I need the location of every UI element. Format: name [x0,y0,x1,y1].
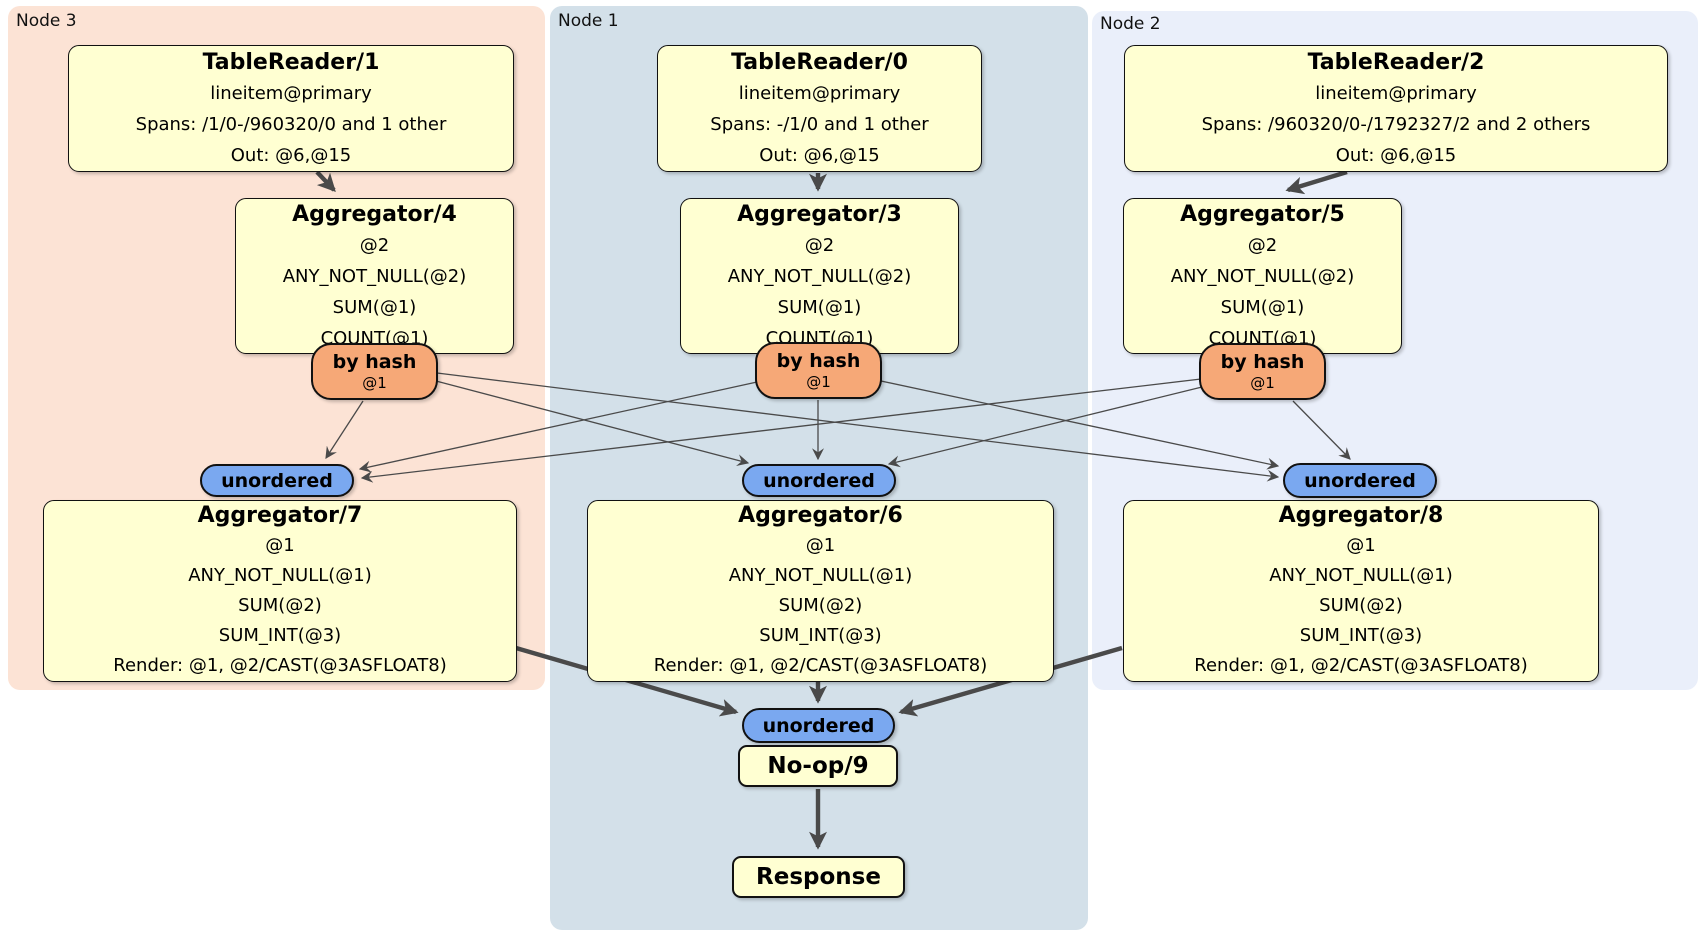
node-detail: @1 [1346,535,1376,556]
node-detail: Render: @1, @2/CAST(@3ASFLOAT8) [1194,655,1528,676]
node-detail: ANY_NOT_NULL(@2) [727,265,912,287]
collector-label: unordered [762,714,875,737]
node-title: Aggregator/8 [1278,503,1444,528]
edge-byhash3-to-un3 [325,400,364,460]
node-detail: ANY_NOT_NULL(@1) [188,565,372,586]
region-node3-label: Node 3 [16,11,77,31]
edge-byhash1-to-un2 [880,380,1280,470]
node-detail: Spans: /1/0-/960320/0 and 1 other [135,113,447,135]
collector-label: unordered [221,469,333,492]
node-aggregator-4: Aggregator/4 @2 ANY_NOT_NULL(@2) SUM(@1)… [235,198,514,354]
router-by-hash-node3: by hash @1 [311,343,438,400]
node-tablereader-1: TableReader/1 lineitem@primary Spans: /1… [68,45,514,172]
router-by-hash-node1: by hash @1 [755,342,882,399]
collector-label: unordered [1304,469,1416,492]
node-detail: Out: @6,@15 [1335,144,1457,166]
node-title: Aggregator/7 [197,503,363,528]
node-detail: @2 [1247,234,1278,256]
edge-byhash2-to-un1 [887,386,1203,468]
node-detail: @1 [265,535,295,556]
node-title: Aggregator/6 [738,503,903,528]
node-detail: SUM(@2) [1319,595,1403,616]
node-detail: @2 [359,234,390,256]
router-label: by hash [1220,351,1305,373]
node-aggregator-3: Aggregator/3 @2 ANY_NOT_NULL(@2) SUM(@1)… [680,198,959,354]
node-detail: ANY_NOT_NULL(@2) [1170,265,1355,287]
edge-byhash3-to-un2 [436,372,1280,482]
node-detail: SUM(@1) [332,296,417,318]
node-detail: SUM_INT(@3) [759,625,882,646]
router-columns: @1 [1250,374,1275,392]
node-detail: SUM_INT(@3) [218,625,342,646]
node-title: TableReader/2 [1307,49,1485,75]
node-detail: @2 [804,234,835,256]
edge-byhash2-to-un2 [1292,400,1351,460]
node-detail: Spans: /960320/0-/1792327/2 and 2 others [1201,113,1591,135]
node-detail: lineitem@primary [1315,82,1477,104]
edge-tr1-to-agg4 [315,170,336,192]
node-response: Response [732,856,905,898]
router-columns: @1 [806,373,831,391]
node-detail: SUM_INT(@3) [1299,625,1423,646]
node-detail: Render: @1, @2/CAST(@3ASFLOAT8) [653,655,988,676]
node-title: TableReader/1 [202,49,380,75]
node-title: Aggregator/4 [292,201,457,227]
node-detail: ANY_NOT_NULL(@1) [1269,565,1453,586]
edge-tr2-to-agg5 [1285,169,1348,195]
edge-byhash3-to-un1 [435,380,750,467]
node-title: TableReader/0 [731,49,908,75]
region-node1-label: Node 1 [558,11,619,31]
node-aggregator-5: Aggregator/5 @2 ANY_NOT_NULL(@2) SUM(@1)… [1123,198,1402,354]
collector-unordered-node3: unordered [200,464,354,497]
node-title: No-op/9 [767,753,869,779]
node-noop-9: No-op/9 [738,745,898,787]
collector-unordered-final: unordered [742,708,895,743]
node-detail: Out: @6,@15 [759,144,880,166]
node-detail: SUM(@1) [1220,296,1305,318]
node-detail: lineitem@primary [738,82,901,104]
node-tablereader-0: TableReader/0 lineitem@primary Spans: -/… [657,45,982,172]
node-tablereader-2: TableReader/2 lineitem@primary Spans: /9… [1124,45,1668,172]
region-node2-label: Node 2 [1100,14,1161,34]
router-columns: @1 [362,374,387,392]
edge-byhash2-to-un3 [360,378,1202,483]
node-detail: SUM(@2) [778,595,863,616]
collector-label: unordered [763,469,875,492]
node-detail: SUM(@1) [777,296,862,318]
router-by-hash-node2: by hash @1 [1199,343,1326,400]
collector-unordered-node2: unordered [1283,463,1437,498]
node-aggregator-8: Aggregator/8 @1 ANY_NOT_NULL(@1) SUM(@2)… [1123,500,1599,682]
node-title: Response [756,864,881,890]
router-label: by hash [332,351,417,373]
node-title: Aggregator/5 [1180,201,1345,227]
node-title: Aggregator/3 [737,201,902,227]
node-detail: @1 [805,535,836,556]
node-detail: Spans: -/1/0 and 1 other [710,113,929,135]
node-detail: ANY_NOT_NULL(@2) [282,265,467,287]
node-detail: SUM(@2) [238,595,322,616]
router-label: by hash [776,350,861,372]
node-detail: Render: @1, @2/CAST(@3ASFLOAT8) [113,655,447,676]
node-detail: Out: @6,@15 [230,144,352,166]
edge-byhash1-to-un3 [358,381,758,473]
node-aggregator-6: Aggregator/6 @1 ANY_NOT_NULL(@1) SUM(@2)… [587,500,1054,682]
node-detail: lineitem@primary [210,82,372,104]
node-detail: ANY_NOT_NULL(@1) [728,565,913,586]
node-aggregator-7: Aggregator/7 @1 ANY_NOT_NULL(@1) SUM(@2)… [43,500,517,682]
collector-unordered-node1: unordered [742,464,896,497]
